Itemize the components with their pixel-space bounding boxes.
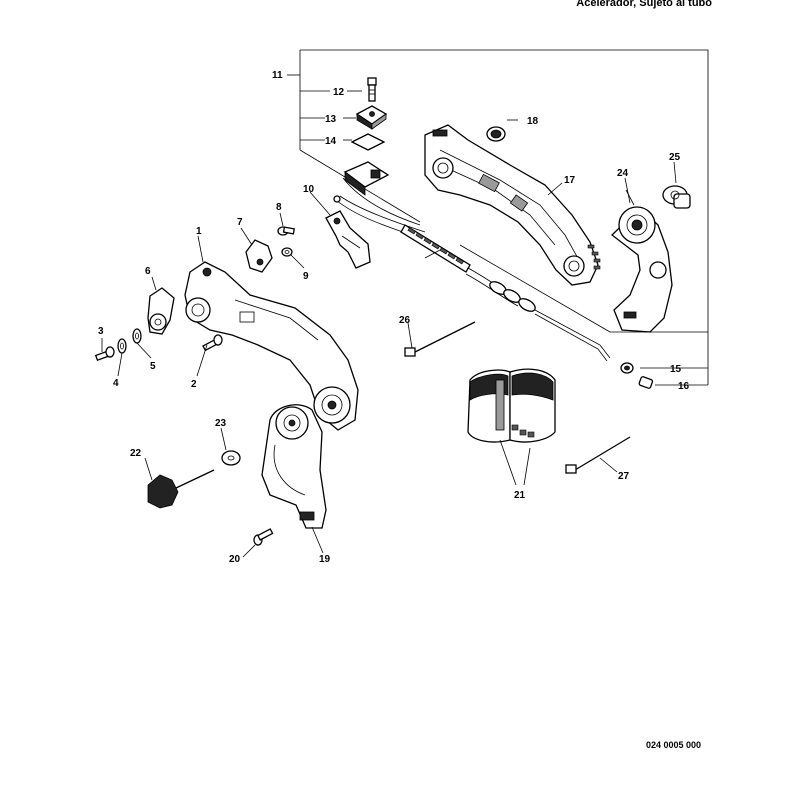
callout-24: 24	[617, 168, 629, 179]
callout-14: 14	[325, 136, 337, 147]
part-26-cable-tie	[404, 321, 476, 357]
part-16-cap	[638, 376, 654, 389]
part-7-bracket	[245, 239, 273, 273]
callout-13: 13	[325, 114, 337, 125]
part-23-washer	[221, 450, 241, 466]
callout-8: 8	[276, 202, 282, 213]
callout-labels: 1 2 3 4 5 6 7 8 9 10 11 12 13 14 15 16 1…	[98, 70, 690, 565]
callout-26: 26	[399, 315, 411, 326]
part-1-handle-body	[184, 261, 359, 431]
callout-6: 6	[145, 266, 151, 277]
part-21-clamp-sleeves	[467, 368, 556, 443]
part-5-washer	[132, 328, 142, 344]
diagram-title: Acelerador, Sujeto al tubo	[576, 0, 712, 9]
callout-23: 23	[215, 418, 227, 429]
part-14-plate	[343, 133, 386, 151]
callout-22: 22	[130, 448, 142, 459]
part-10-switch-cable	[333, 161, 611, 362]
callout-12: 12	[333, 87, 345, 98]
callout-5: 5	[150, 361, 156, 372]
part-3-screw	[94, 346, 115, 362]
callout-20: 20	[229, 554, 241, 565]
part-19-clamp-bracket	[261, 404, 327, 529]
callout-21: 21	[514, 490, 526, 501]
part-24-clamp-half	[611, 189, 673, 333]
part-4-washer	[117, 338, 127, 354]
callout-1: 1	[196, 226, 202, 237]
leader-lines	[101, 161, 677, 558]
part-9-nut	[281, 247, 293, 257]
part-27-cable-tie	[565, 436, 631, 474]
part-25-nut	[662, 185, 691, 209]
part-17-handle-housing	[424, 124, 601, 286]
part-22-knob	[147, 469, 215, 509]
part-2-screw	[202, 334, 223, 352]
callout-19: 19	[319, 554, 331, 565]
callout-11: 11	[272, 70, 283, 81]
part-6-lockout-lever	[147, 287, 175, 335]
callout-10: 10	[303, 184, 315, 195]
part-20-screw	[253, 528, 274, 546]
callout-27: 27	[618, 471, 630, 482]
callout-17: 17	[564, 175, 576, 186]
callout-18: 18	[527, 116, 539, 127]
callout-4: 4	[113, 378, 119, 389]
part-8-screw	[277, 226, 296, 236]
callout-3: 3	[98, 326, 104, 337]
callout-7: 7	[237, 217, 243, 228]
callout-25: 25	[669, 152, 681, 163]
callout-2: 2	[191, 379, 197, 390]
part-15-nut	[620, 362, 634, 374]
callout-16: 16	[678, 381, 690, 392]
part-18-grommet	[486, 119, 518, 142]
part-10-trigger-lever	[325, 210, 371, 269]
part-12-screw	[347, 77, 377, 102]
document-code: 024 0005 000	[646, 740, 702, 750]
part-13-nut	[343, 105, 388, 130]
callout-9: 9	[303, 271, 309, 282]
callout-15: 15	[670, 364, 682, 375]
